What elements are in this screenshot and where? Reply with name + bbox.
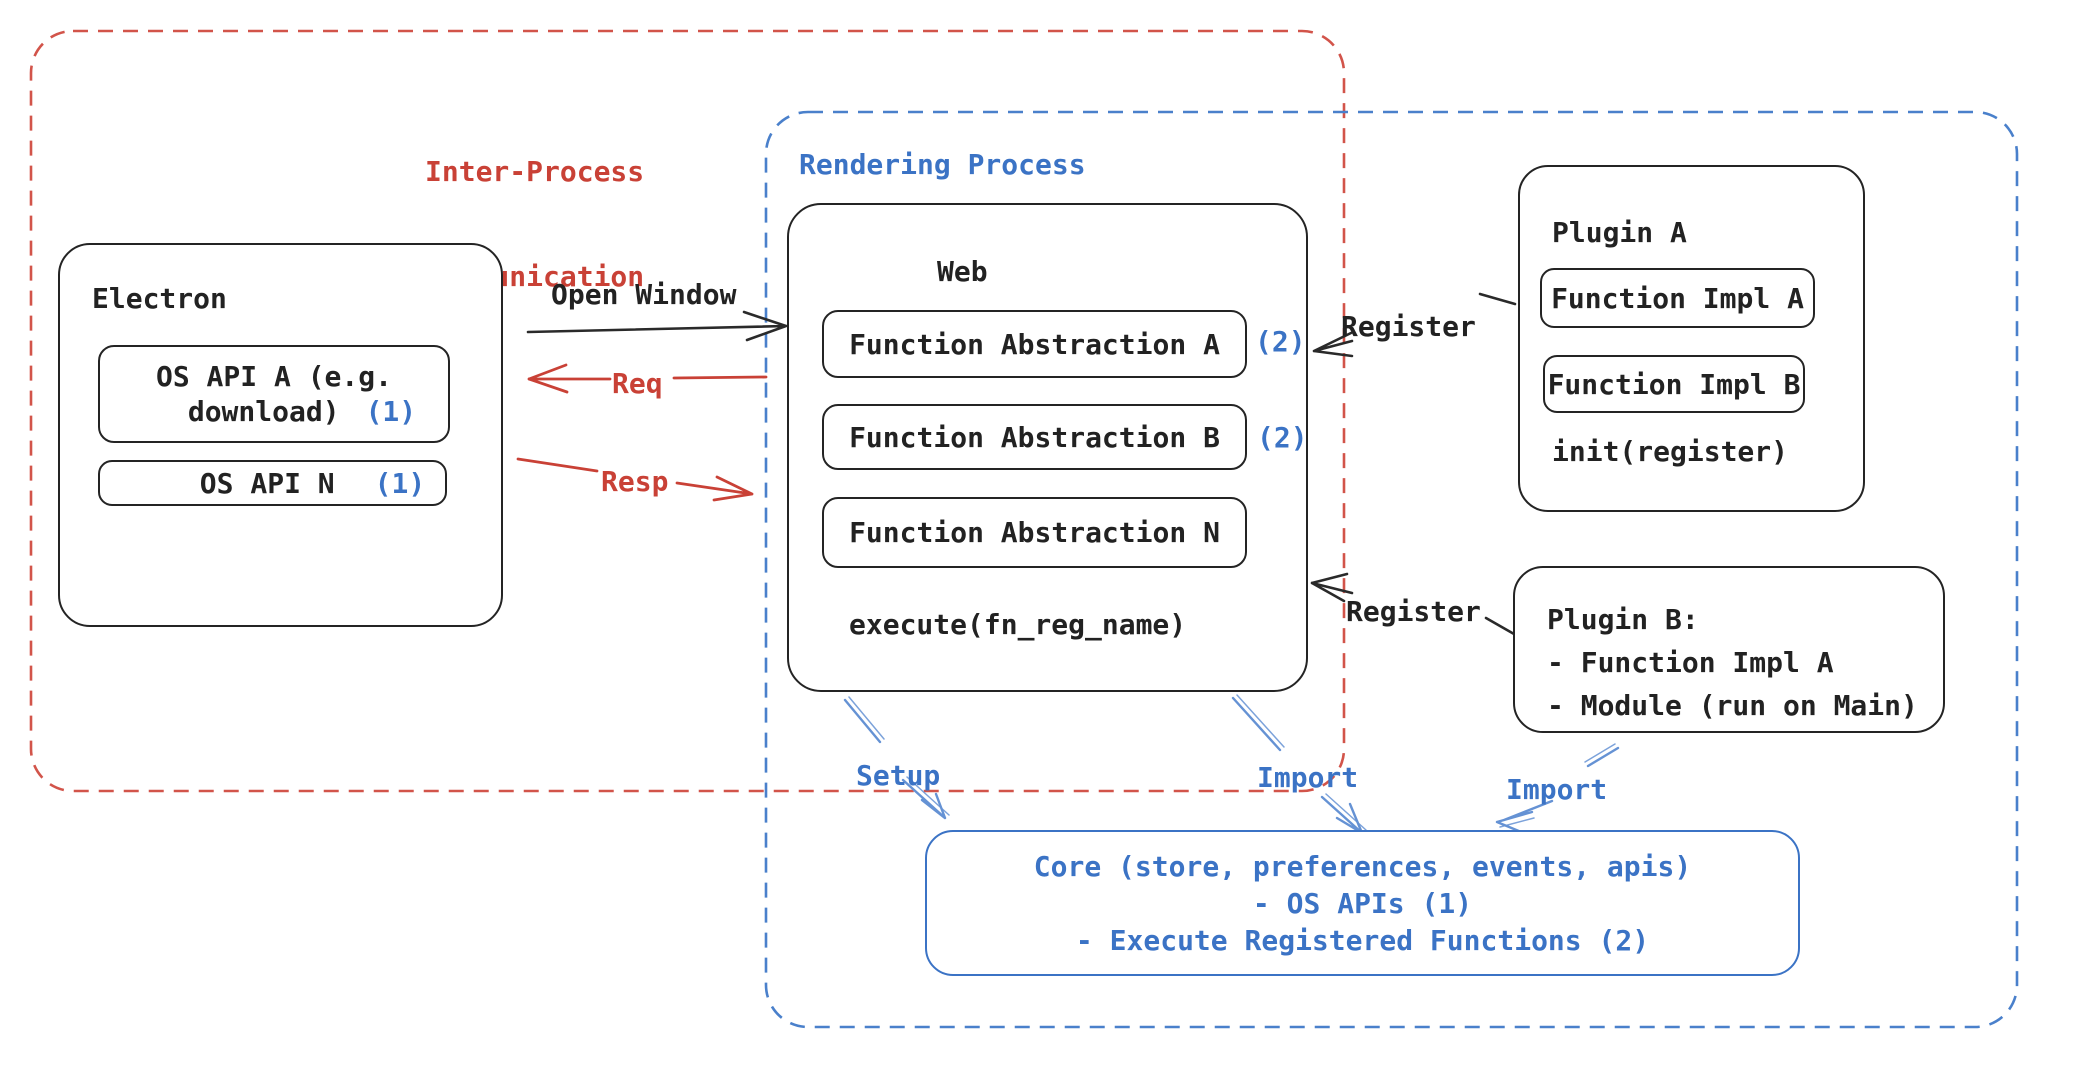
function-abstraction-a-label: Function Abstraction A [849,327,1220,361]
register-label-plugin-b: Register [1346,595,1481,628]
open-window-arrow [526,310,788,342]
os-api-a-line2-text: download) [187,395,340,428]
os-api-a-box: OS API A (e.g. download) (1) [98,345,450,443]
core-item-execute-registered-functions: - Execute Registered Functions (2) [1075,923,1650,957]
function-impl-b-label: Function Impl B [1547,367,1801,401]
req-arrow [527,363,768,394]
core-title: Core (store, preferences, events, apis) [1033,849,1692,883]
rendering-process-boundary-dashed [764,110,2019,1029]
function-impl-a-box: Function Impl A [1540,268,1815,328]
ipc-region-label-line1: Inter-Process [425,155,645,188]
register-arrow-plugin-b [1310,572,1523,640]
os-api-a-ref-badge: (1) [365,395,417,428]
function-impl-a-label: Function Impl A [1551,281,1804,315]
os-api-a-line2: download) (1) [188,394,416,429]
function-abstraction-b-box: Function Abstraction B [822,404,1247,470]
rendering-process-label: Rendering Process [799,148,1086,181]
register-arrow-plugin-a [1312,292,1517,358]
plugin-a-box [1518,165,1865,512]
resp-arrow [516,457,754,502]
resp-label: Resp [601,465,669,498]
ipc-boundary-dashed [29,29,1346,793]
function-abstraction-n-box: Function Abstraction N [822,497,1247,568]
function-impl-b-box: Function Impl B [1543,355,1805,413]
req-label: Req [612,367,663,400]
function-abstraction-a-badge: (2) [1255,325,1306,358]
open-window-label: Open Window [551,278,737,311]
plugin-b-text: Plugin B: - Function Impl A - Module (ru… [1547,598,1918,727]
plugin-b-item-function-impl-a: - Function Impl A [1547,646,1834,679]
function-abstraction-a-box: Function Abstraction A [822,310,1247,378]
function-abstraction-b-label: Function Abstraction B [849,420,1220,454]
import-arrow-web [1231,694,1367,835]
execute-function-label: execute(fn_reg_name) [849,608,1187,641]
os-api-n-box: OS API N (1) [98,460,447,506]
init-register-label: init(register) [1552,435,1789,468]
plugin-b-item-module: - Module (run on Main) [1547,689,1918,722]
plugin-b-title: Plugin B: [1547,603,1699,636]
core-item-os-apis: - OS APIs (1) [1252,886,1473,920]
web-title: Web [937,255,988,288]
setup-label: Setup [856,759,941,792]
electron-title: Electron [92,282,227,315]
import-label-web: Import [1257,761,1359,794]
os-api-n-ref-badge: (1) [374,466,426,500]
plugin-a-title: Plugin A [1552,216,1687,249]
os-api-a-line1: OS API A (e.g. [155,360,392,393]
function-abstraction-n-label: Function Abstraction N [849,516,1220,549]
function-abstraction-b-badge: (2) [1257,421,1308,454]
import-label-plugin-b: Import [1506,773,1608,806]
setup-arrow [843,696,950,820]
core-box: Core (store, preferences, events, apis) … [925,830,1800,976]
import-arrow-plugin-b [1495,743,1620,836]
plugin-b-box: Plugin B: - Function Impl A - Module (ru… [1513,566,1945,733]
register-label-plugin-a: Register [1341,310,1476,343]
os-api-n-label: OS API N [199,466,335,500]
